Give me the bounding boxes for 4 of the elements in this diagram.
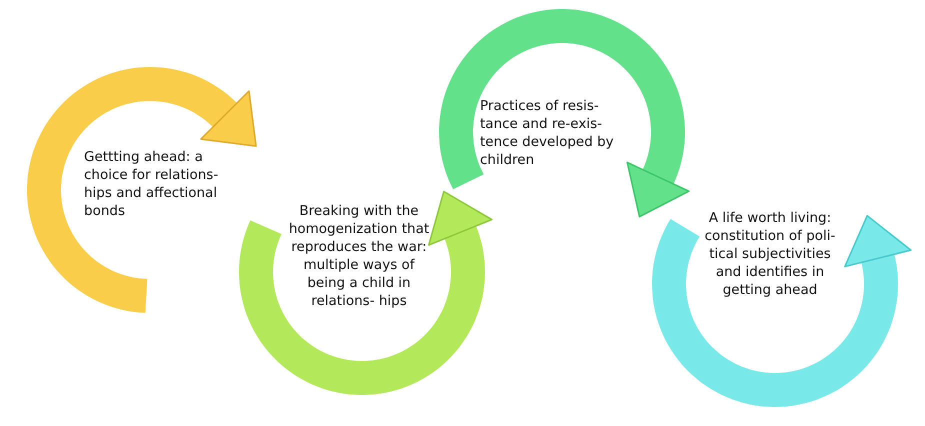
node-text: Gettting ahead: a choice for relations- hips and affectional bonds (84, 148, 220, 220)
node-text: A life worth living: constitution of poli- tical subjectivities and identifies in getting ahead (704, 209, 836, 299)
node-text: Practices of resis- tance and re-exis- tence developed by children (480, 97, 615, 169)
node-text: Breaking with the homogenization that reproduces the war: multiple ways of being a child in relations- hips (288, 202, 430, 310)
